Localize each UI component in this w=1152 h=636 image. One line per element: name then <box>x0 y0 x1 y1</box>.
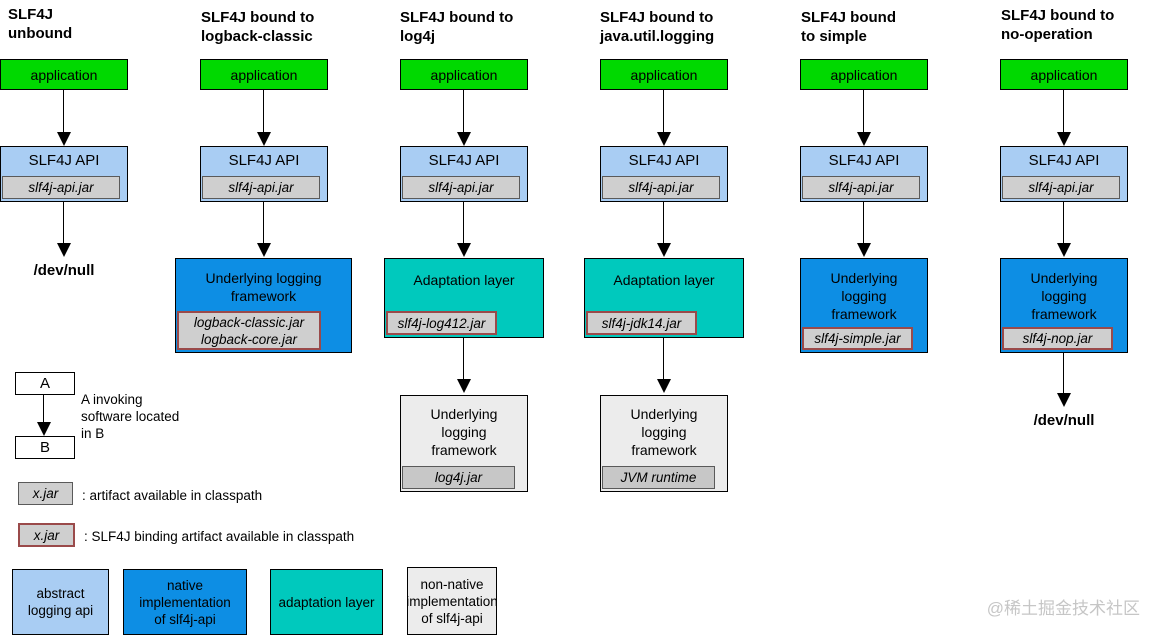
arrow-down <box>1057 90 1071 146</box>
slf4j-api-jar-badge: slf4j-api.jar <box>202 176 320 199</box>
jar-badge: log4j.jar <box>402 466 515 489</box>
arrow-down <box>1057 202 1071 257</box>
column-title-simple: SLF4J bound to simple <box>801 9 896 45</box>
colorkey-native-implementation: native implementation of slf4j-api <box>123 569 247 635</box>
application-box: application <box>1000 59 1128 90</box>
slf4j-api-jar-badge: slf4j-api.jar <box>802 176 920 199</box>
dev-null-label: /dev/null <box>33 262 95 279</box>
binding-jar-badge: logback-classic.jar logback-core.jar <box>177 311 321 350</box>
column-title-nop: SLF4J bound to no-operation <box>1001 7 1115 43</box>
column-title-unbound: SLF4J unbound <box>8 6 73 42</box>
slf4j-api-label: SLF4J API <box>28 152 100 169</box>
adaptation-layer-box: Adaptation layer slf4j-jdk14.jar <box>584 258 744 338</box>
application-box: application <box>200 59 328 90</box>
framework-label: Underlying logging framework <box>630 406 698 458</box>
arrow-down <box>857 202 871 257</box>
binding-jar-badge: slf4j-simple.jar <box>802 327 913 350</box>
binding-jar-badge: slf4j-jdk14.jar <box>586 311 697 335</box>
application-box: application <box>400 59 528 90</box>
arrow-down <box>57 90 71 146</box>
slf4j-api-label: SLF4J API <box>628 152 700 169</box>
legend-b-box: B <box>15 436 75 459</box>
framework-label: Underlying logging framework <box>830 270 898 322</box>
dev-null-label: /dev/null <box>1033 412 1095 429</box>
adaptation-layer-box: Adaptation layer slf4j-log412.jar <box>384 258 544 338</box>
underlying-framework-box: Underlying logging framework slf4j-nop.j… <box>1000 258 1128 353</box>
watermark: @稀土掘金技术社区 <box>986 599 1140 618</box>
slf4j-api-box: SLF4J API slf4j-api.jar <box>400 146 528 202</box>
legend-artifact-text: : artifact available in classpath <box>82 488 263 503</box>
legend-a-box: A <box>15 372 75 395</box>
slf4j-api-jar-badge: slf4j-api.jar <box>1002 176 1120 199</box>
slf4j-api-label: SLF4J API <box>228 152 300 169</box>
slf4j-api-box: SLF4J API slf4j-api.jar <box>1000 146 1128 202</box>
application-box: application <box>0 59 128 90</box>
slf4j-api-jar-badge: slf4j-api.jar <box>2 176 120 199</box>
application-box: application <box>600 59 728 90</box>
underlying-framework-box: Underlying logging framework JVM runtime <box>600 395 728 492</box>
arrow-down <box>257 202 271 257</box>
binding-jar-badge: slf4j-log412.jar <box>386 311 497 335</box>
slf4j-api-label: SLF4J API <box>1028 152 1100 169</box>
arrow-down <box>457 90 471 146</box>
legend-artifact-jar: x.jar <box>18 482 73 505</box>
slf4j-api-box: SLF4J API slf4j-api.jar <box>600 146 728 202</box>
arrow-down <box>857 90 871 146</box>
legend-binding-text: : SLF4J binding artifact available in cl… <box>84 529 355 544</box>
binding-jar-badge: slf4j-nop.jar <box>1002 327 1113 350</box>
arrow-down <box>657 338 671 393</box>
legend-binding-jar: x.jar <box>18 523 75 547</box>
adaptation-label: Adaptation layer <box>613 272 715 288</box>
underlying-framework-box: Underlying logging framework slf4j-simpl… <box>800 258 928 353</box>
arrow-down <box>657 90 671 146</box>
arrow-down <box>457 202 471 257</box>
legend-invoke-text: A invoking software located in B <box>81 392 180 441</box>
application-box: application <box>800 59 928 90</box>
framework-label: Underlying logging framework <box>430 406 498 458</box>
arrow-down <box>1057 353 1071 407</box>
slf4j-api-jar-badge: slf4j-api.jar <box>402 176 520 199</box>
arrow-down <box>457 338 471 393</box>
slf4j-api-box: SLF4J API slf4j-api.jar <box>800 146 928 202</box>
underlying-framework-box: Underlying logging framework log4j.jar <box>400 395 528 492</box>
slf4j-api-box: SLF4J API slf4j-api.jar <box>200 146 328 202</box>
colorkey-nonnative-implementation: non-native implementation of slf4j-api <box>406 567 498 635</box>
colorkey-abstract-logging-api: abstract logging api <box>12 569 109 635</box>
adaptation-label: Adaptation layer <box>413 272 515 288</box>
slf4j-api-box: SLF4J API slf4j-api.jar <box>0 146 128 202</box>
framework-label: Underlying logging framework <box>1030 270 1098 322</box>
slf4j-api-label: SLF4J API <box>828 152 900 169</box>
arrow-down <box>37 395 51 436</box>
slf4j-api-jar-badge: slf4j-api.jar <box>602 176 720 199</box>
column-title-log4j: SLF4J bound to log4j <box>400 9 514 45</box>
arrow-down <box>57 202 71 257</box>
column-title-logback: SLF4J bound to logback-classic <box>201 9 315 45</box>
column-title-jul: SLF4J bound to java.util.logging <box>600 9 715 45</box>
arrow-down <box>257 90 271 146</box>
framework-label: Underlying logging framework <box>205 270 322 304</box>
colorkey-adaptation-layer: adaptation layer <box>270 569 383 635</box>
jar-badge: JVM runtime <box>602 466 715 489</box>
arrow-down <box>657 202 671 257</box>
slf4j-api-label: SLF4J API <box>428 152 500 169</box>
underlying-framework-box: Underlying logging framework logback-cla… <box>175 258 352 353</box>
